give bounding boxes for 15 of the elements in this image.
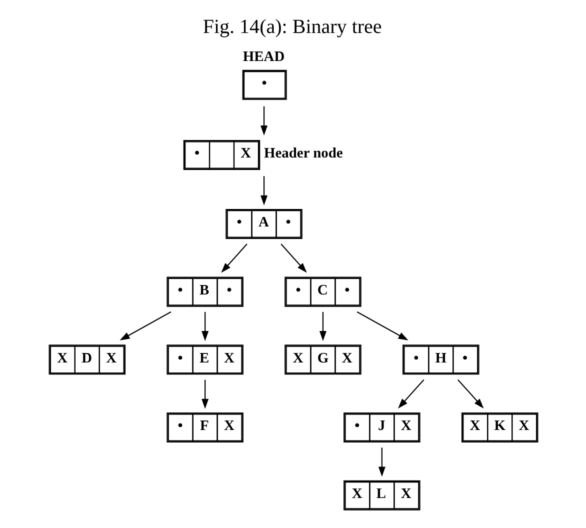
- arrow: [318, 312, 326, 342]
- arrow: [119, 311, 171, 340]
- arrow: [280, 244, 306, 273]
- node-label: Header node: [264, 146, 342, 162]
- arrow: [457, 379, 484, 408]
- arrow: [260, 106, 268, 136]
- arrow: [201, 380, 208, 409]
- arrow: [201, 312, 208, 342]
- arrow: [356, 311, 408, 340]
- arrow: [398, 379, 424, 408]
- arrow: [220, 244, 247, 273]
- diagram-title: Fig. 14(a): Binary tree: [202, 16, 382, 38]
- arrow: [378, 448, 385, 477]
- arrow: [260, 176, 268, 206]
- node-label: HEAD: [242, 48, 284, 65]
